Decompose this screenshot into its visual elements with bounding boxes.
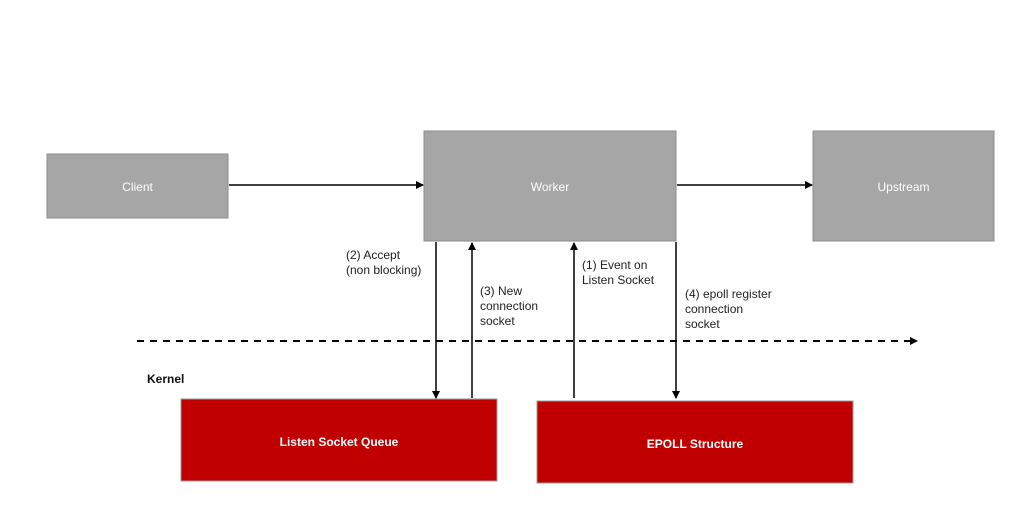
worker-node: Worker bbox=[423, 130, 677, 242]
client-label: Client bbox=[122, 180, 153, 194]
listen-socket-queue-label: Listen Socket Queue bbox=[280, 435, 399, 449]
event-edge-label: (1) Event on Listen Socket bbox=[582, 258, 655, 287]
upstream-node: Upstream bbox=[812, 130, 995, 242]
new-connection-edge-label: (3) New connection socket bbox=[480, 284, 541, 328]
worker-label: Worker bbox=[531, 180, 569, 194]
kernel-boundary-arrowhead bbox=[910, 337, 918, 345]
epoll-structure-node: EPOLL Structure bbox=[536, 400, 854, 484]
epoll-structure-label: EPOLL Structure bbox=[647, 437, 744, 451]
listen-socket-queue-node: Listen Socket Queue bbox=[180, 398, 498, 482]
accept-edge-label: (2) Accept (non blocking) bbox=[346, 248, 421, 277]
client-node: Client bbox=[46, 153, 229, 219]
upstream-label: Upstream bbox=[877, 180, 929, 194]
kernel-label: Kernel bbox=[147, 372, 184, 386]
epoll-register-edge-label: (4) epoll register connection socket bbox=[685, 287, 775, 331]
